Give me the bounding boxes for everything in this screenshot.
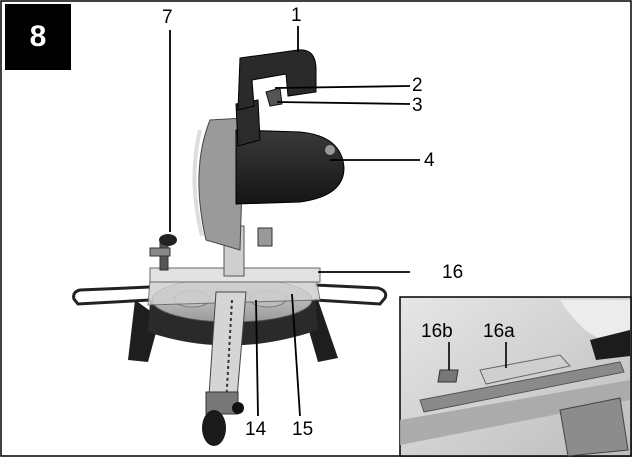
inset-callout-16b: 16b bbox=[421, 321, 453, 342]
leader-lines bbox=[169, 26, 420, 417]
callout-14: 14 bbox=[245, 419, 267, 440]
callout-7: 7 bbox=[162, 7, 173, 28]
right-rail bbox=[314, 283, 388, 306]
blade-guard bbox=[198, 117, 245, 251]
callout-15: 15 bbox=[292, 419, 314, 440]
callout-1: 1 bbox=[291, 5, 302, 26]
callout-4: 4 bbox=[424, 150, 435, 171]
inset-callout-16a: 16a bbox=[483, 321, 515, 342]
inset-photo bbox=[399, 296, 632, 457]
motor bbox=[235, 129, 345, 205]
callout-3: 3 bbox=[412, 95, 423, 116]
callout-16: 16 bbox=[442, 262, 464, 283]
callout-2: 2 bbox=[412, 75, 423, 96]
left-rail bbox=[72, 285, 151, 306]
handle bbox=[237, 49, 317, 111]
figure-number-badge: 8 bbox=[5, 4, 71, 70]
lock-knob bbox=[202, 410, 226, 446]
